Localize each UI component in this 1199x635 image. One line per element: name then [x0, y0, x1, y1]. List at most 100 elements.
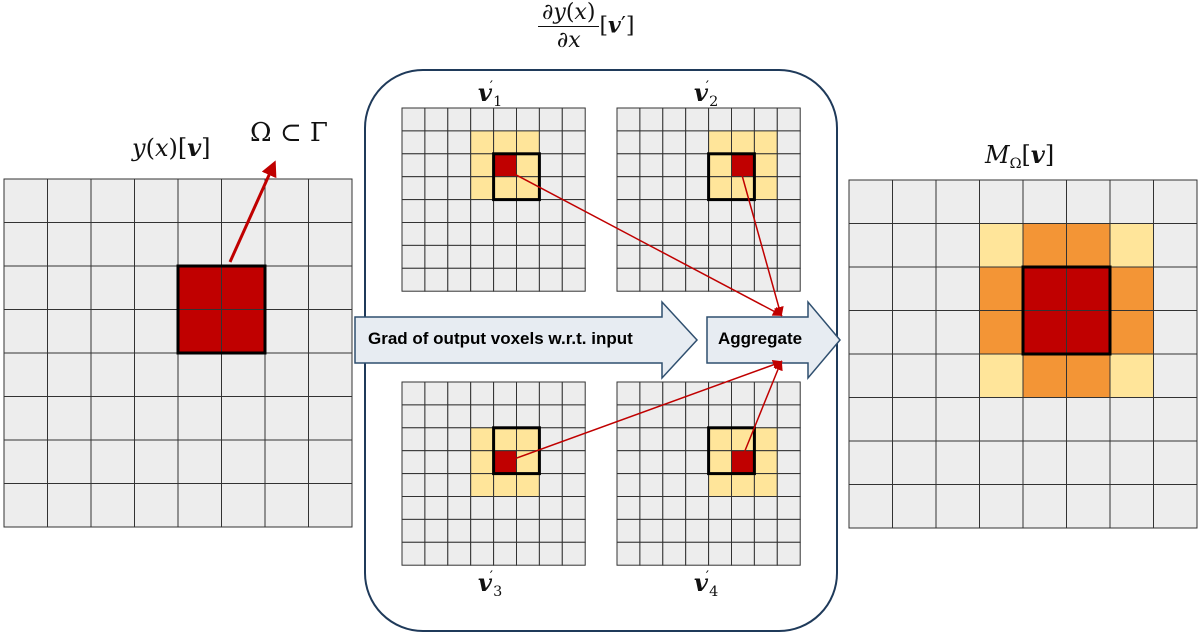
- grid-cell: [538, 176, 563, 201]
- grid-cell: [134, 483, 179, 528]
- grid-cell: [538, 473, 563, 498]
- grid-cell: [264, 265, 309, 310]
- grid-cell: [848, 266, 893, 311]
- grid-cell: [561, 473, 586, 498]
- grid-cell: [493, 267, 518, 292]
- grid-cell: [470, 153, 495, 178]
- grad-arrow-label: Grad of output voxels w.r.t. input: [368, 329, 633, 348]
- grid-cell: [892, 397, 937, 442]
- grid-cell: [424, 404, 449, 429]
- grid-cell: [616, 267, 641, 292]
- grid-cell: [447, 541, 472, 566]
- arrow-v4-to-aggregate: [739, 360, 783, 464]
- grid-cell: [1109, 484, 1154, 529]
- grid-cell: [1109, 179, 1154, 224]
- jacobian-grid-v3: [401, 381, 586, 566]
- grid-cell: [616, 427, 641, 452]
- grid-cell: [3, 309, 48, 354]
- mask-voxel-grid: [848, 179, 1198, 529]
- grid-cell: [662, 176, 687, 201]
- grid-cell: [177, 222, 222, 267]
- grid-cell: [538, 427, 563, 452]
- grid-cell: [470, 496, 495, 520]
- grid-cell: [753, 473, 778, 498]
- grid-cell: [753, 404, 778, 429]
- grid-cell: [447, 450, 472, 475]
- grid-cell: [470, 244, 495, 269]
- grid-cell: [221, 352, 266, 397]
- grid-cell: [1022, 440, 1067, 485]
- grid-cell: [731, 267, 755, 292]
- selected-region-outline: [707, 426, 756, 476]
- grid-cell: [1153, 266, 1198, 311]
- grid-cell: [538, 518, 563, 543]
- grid-cell: [401, 381, 426, 406]
- grid-cell: [753, 450, 778, 475]
- grid-cell: [1066, 440, 1111, 485]
- grid-cell: [776, 381, 801, 406]
- grid-cell: [424, 518, 449, 543]
- grid-cell: [177, 265, 222, 310]
- grid-cell: [685, 199, 710, 224]
- grid-cell: [447, 199, 472, 224]
- grid-cell: [776, 404, 801, 429]
- grid-cell: [935, 440, 980, 485]
- grid-cell: [639, 244, 664, 269]
- grid-cell: [892, 223, 937, 268]
- grid-cell: [616, 107, 641, 132]
- grid-cell: [470, 450, 495, 475]
- grid-cell: [401, 244, 426, 269]
- grid-cell: [753, 427, 778, 452]
- grid-cell: [447, 222, 472, 246]
- grid-cell: [776, 153, 801, 178]
- grid-cell: [561, 222, 586, 246]
- grid-cell: [424, 199, 449, 224]
- grid-cell: [639, 199, 664, 224]
- grid-cell: [90, 265, 135, 310]
- grid-cell: [753, 107, 778, 132]
- grid-cell: [1066, 353, 1111, 398]
- grid-cell: [90, 352, 135, 397]
- grid-cell: [776, 244, 801, 269]
- grid-cell: [1109, 223, 1154, 268]
- grid-cell: [538, 107, 563, 132]
- grid-cell: [493, 404, 518, 429]
- grid-cell: [424, 473, 449, 498]
- grid-cell: [561, 199, 586, 224]
- grid-cell: [731, 518, 755, 543]
- grid-cell: [731, 199, 755, 224]
- grid-cell: [685, 222, 710, 246]
- grid-cell: [1066, 310, 1111, 355]
- grid-cell: [470, 130, 495, 155]
- grid-cell: [264, 483, 309, 528]
- grid-cell: [134, 309, 179, 354]
- grid-cell: [470, 404, 495, 429]
- grid-cell: [308, 222, 353, 267]
- grid-cell: [616, 518, 641, 543]
- grid-cell: [616, 496, 641, 520]
- selected-region-outline: [707, 152, 756, 202]
- grid-cell: [308, 265, 353, 310]
- grid-cell: [892, 353, 937, 398]
- grid-cell: [401, 541, 426, 566]
- grid-cell: [892, 440, 937, 485]
- grid-cell: [3, 178, 48, 223]
- grid-cell: [561, 267, 586, 292]
- grid-cell: [90, 483, 135, 528]
- grid-cell: [639, 153, 664, 178]
- grid-cell: [685, 176, 710, 201]
- grid-cell: [401, 267, 426, 292]
- grid-cell: [308, 396, 353, 441]
- grid-cell: [516, 176, 540, 201]
- grid-cell: [685, 541, 710, 566]
- grid-cell: [470, 199, 495, 224]
- grid-cell: [516, 381, 540, 406]
- grid-cell: [685, 381, 710, 406]
- jacobian-grid-v1: [401, 107, 586, 292]
- arrow-v3-to-aggregate: [502, 360, 783, 464]
- grid-cell: [685, 518, 710, 543]
- grid-cell: [753, 541, 778, 566]
- grid-cell: [708, 244, 732, 269]
- grid-cell: [935, 179, 980, 224]
- grid-cell: [1022, 484, 1067, 529]
